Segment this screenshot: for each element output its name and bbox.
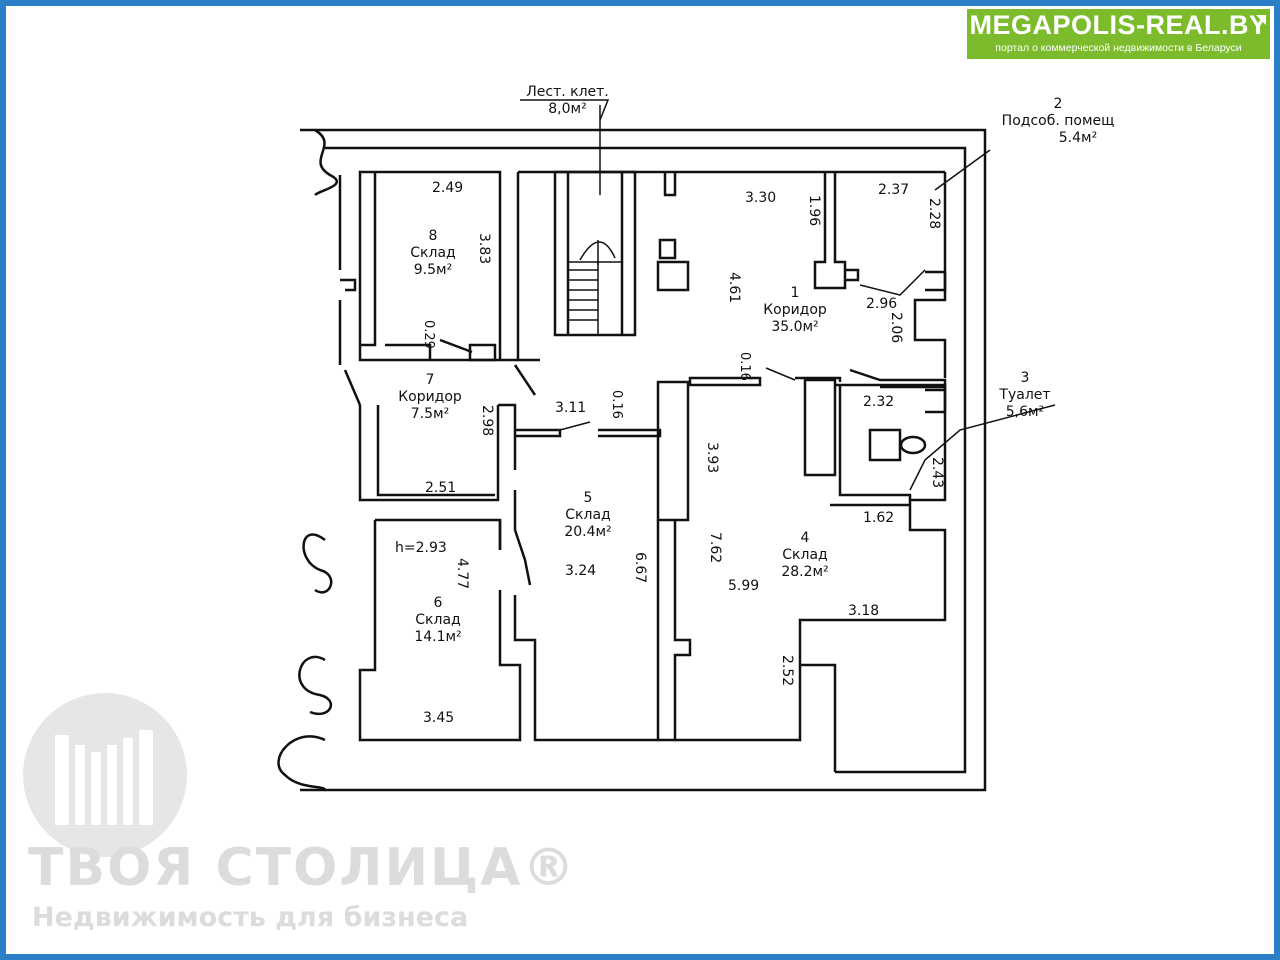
room-6-number: 6	[433, 595, 443, 611]
dim-label: 2.49	[432, 180, 464, 196]
dim-label: 5.99	[728, 578, 760, 594]
dim-label: 0.16	[737, 352, 752, 381]
room-4-area: 28.2м²	[781, 564, 829, 580]
dim-label: 1.62	[863, 510, 895, 526]
watermark-title: ТВОЯ СТОЛИЦА®	[28, 838, 577, 898]
room-1-name: Коридор	[763, 302, 827, 318]
dim-label: 2.37	[878, 182, 910, 198]
room-1-number: 1	[790, 285, 800, 301]
room-8-name: Склад	[410, 245, 456, 261]
room-6-name: Склад	[415, 612, 461, 628]
utility-area: 5.4м²	[1058, 130, 1098, 146]
dim-label: 0.16	[609, 390, 624, 419]
dim-label: 0.29	[421, 320, 436, 349]
dim-label: 2.98	[479, 405, 495, 437]
dim-label: 3.11	[555, 400, 587, 416]
dim-label: 3.83	[476, 233, 492, 265]
room-6-area: 14.1м²	[414, 629, 462, 645]
room-5-name: Склад	[565, 507, 611, 523]
room-7-number: 7	[425, 372, 435, 388]
dim-label: 2.52	[779, 655, 795, 687]
dim-label: 4.61	[726, 272, 742, 304]
site-tagline: портал о коммерческой недвижимости в Бел…	[995, 42, 1242, 54]
room-5-label: 5 Склад 20.4м²	[548, 490, 628, 541]
dim-label: 2.51	[425, 480, 457, 496]
room-5-area: 20.4м²	[564, 524, 612, 540]
toilet-name: Туалет	[999, 387, 1051, 403]
room-5-number: 5	[583, 490, 593, 506]
site-name: MEGAPOLIS-REAL.BY	[969, 10, 1268, 40]
dim-label: 3.18	[848, 603, 880, 619]
outer-wall	[300, 128, 987, 792]
utility-name: Подсоб. помещ	[1001, 113, 1115, 129]
toilet-callout: 3 Туалет 5,6м²	[985, 370, 1065, 421]
utility-callout: 2 Подсоб. помещ 5.4м²	[998, 96, 1118, 147]
break-line-left-1	[302, 533, 333, 594]
toilet-number: 3	[1020, 370, 1030, 386]
room-4-name: Склад	[782, 547, 828, 563]
room-8-number: 8	[428, 228, 438, 244]
dim-label: 3.93	[704, 442, 720, 474]
dim-label: 6.67	[632, 552, 648, 584]
dim-label: 2.06	[888, 312, 904, 344]
dim-label: 3.45	[423, 710, 455, 726]
utility-number: 2	[1053, 96, 1063, 112]
room-7-name: Коридор	[398, 389, 462, 405]
dim-label: 1.96	[806, 195, 822, 227]
toilet-area: 5,6м²	[1005, 404, 1045, 420]
stair-name: Лест. клет.	[526, 84, 609, 100]
dim-label: 3.24	[565, 563, 597, 579]
room-1-area: 35.0м²	[771, 319, 819, 335]
break-line-left-3	[277, 735, 327, 792]
room-8-area: 9.5м²	[413, 262, 453, 278]
room-7-label: 7 Коридор 7.5м²	[390, 372, 470, 423]
room-7-area: 7.5м²	[410, 406, 450, 422]
stair-callout: Лест. клет. 8,0м²	[520, 84, 615, 118]
room-6-walls	[375, 518, 502, 550]
dim-label: 2.43	[929, 457, 945, 489]
room-7-walls	[358, 405, 500, 502]
dim-label: 4.77	[454, 558, 470, 590]
room-6-label: 6 Склад 14.1м²	[398, 595, 478, 646]
stair-area: 8,0м²	[548, 101, 587, 117]
dim-label: 2.96	[866, 296, 898, 312]
break-line-left-2	[298, 655, 332, 715]
dim-label: 2.28	[926, 198, 942, 230]
room-4-label: 4 Склад 28.2м²	[765, 530, 845, 581]
corner-flag-icon	[1256, 15, 1266, 25]
site-badge[interactable]: MEGAPOLIS-REAL.BY портал о коммерческой …	[967, 9, 1270, 59]
watermark-subtitle: Недвижимость для бизнеса	[32, 902, 469, 933]
room-8-label: 8 Склад 9.5м²	[393, 228, 473, 279]
room-1-label: 1 Коридор 35.0м²	[745, 285, 845, 336]
dim-label: 7.62	[707, 532, 723, 564]
dim-label: h=2.93	[395, 540, 447, 556]
room-4-number: 4	[800, 530, 810, 546]
dim-label: 3.30	[745, 190, 777, 206]
break-line-top	[314, 128, 339, 197]
dim-label: 2.32	[863, 394, 895, 410]
